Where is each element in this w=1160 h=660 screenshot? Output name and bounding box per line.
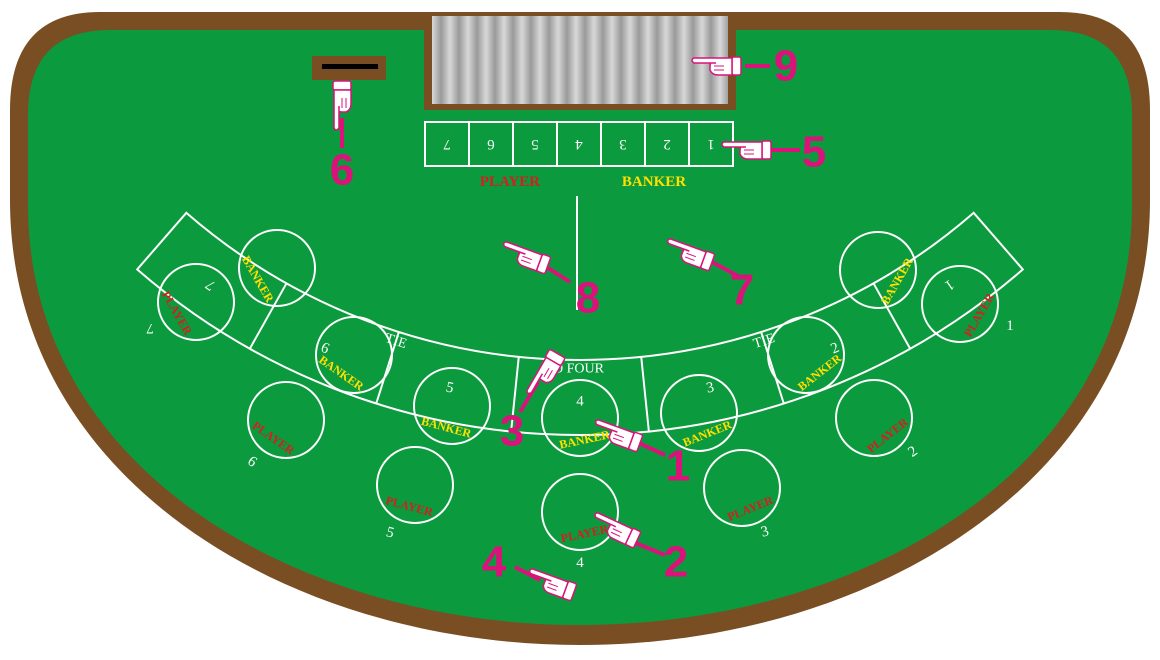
seat-number: 1 [1006, 318, 1014, 334]
banker-bet-circle[interactable] [315, 316, 393, 394]
banker-bet-circle[interactable] [660, 374, 738, 452]
callout-leader-line [711, 260, 739, 278]
player-bet-circle[interactable] [157, 263, 235, 341]
commission-box-number: 4 [575, 136, 583, 152]
chip-tray-icon [424, 12, 736, 110]
pointing-hand-icon [691, 56, 742, 76]
pointing-hand-icon [502, 241, 552, 275]
banker-header-label: BANKER [622, 174, 686, 190]
player-bet-circle[interactable] [541, 473, 619, 551]
seat-number: 5 [384, 524, 395, 541]
seat-number: 3 [759, 523, 770, 540]
pointing-hand-icon [594, 419, 644, 453]
arc-segment-number: 5 [444, 380, 455, 397]
callout-number: 2 [664, 538, 688, 587]
pointing-hand-icon [594, 512, 642, 549]
arc-segment-number: 4 [576, 394, 584, 410]
seat-number: 7 [146, 320, 154, 336]
nine-four-label: 9 FOUR [556, 362, 605, 377]
arc-divider [510, 356, 520, 432]
banker-bet-circle[interactable] [541, 379, 619, 457]
discard-slot-icon [312, 56, 386, 80]
arc-divider [375, 331, 400, 404]
arc-segment-number: 3 [705, 380, 716, 397]
callout-number: 3 [500, 407, 524, 456]
commission-box-number: 7 [443, 136, 451, 152]
callouts: 1 2 3 4 5 6 7 8 9 [330, 42, 826, 602]
pointing-hand-icon [526, 349, 566, 395]
player-bet-circle[interactable] [921, 265, 999, 343]
banker-bet-circle[interactable] [839, 231, 917, 309]
seat-number: 4 [576, 555, 584, 571]
commission-box-number: 5 [531, 136, 539, 152]
player-header-label: PLAYER [480, 174, 540, 190]
arc-divider [760, 331, 785, 404]
player-bet-circle[interactable] [835, 379, 913, 457]
arc-band [135, 211, 1025, 436]
commission-box-number: 1 [707, 136, 715, 152]
callout-number: 5 [802, 128, 826, 177]
callout-number: 6 [330, 146, 354, 195]
player-bet-circle[interactable] [247, 381, 325, 459]
callout-leader-line [546, 266, 572, 284]
arc-divider [640, 356, 650, 432]
arc-divider [248, 282, 288, 350]
banker-bet-circle[interactable] [767, 316, 845, 394]
callout-number: 7 [730, 266, 754, 315]
player-bet-circle[interactable] [376, 446, 454, 524]
callout-number: 9 [774, 42, 798, 91]
commission-box-number: 3 [619, 136, 627, 152]
callout-leader-line [514, 565, 541, 582]
commission-box-number: 2 [663, 136, 671, 152]
banker-bet-circle[interactable] [238, 229, 316, 307]
commission-box-number: 6 [487, 136, 495, 152]
pointing-hand-icon [528, 568, 578, 602]
arc-divider [872, 282, 912, 350]
banker-bet-circle[interactable] [413, 367, 491, 445]
pointing-hand-icon [721, 140, 772, 160]
callout-number: 4 [482, 538, 507, 587]
pointing-hand-icon [666, 238, 716, 272]
tie-label: TIE [752, 331, 777, 352]
table-felt [28, 30, 1132, 625]
player-bet-circle[interactable] [703, 449, 781, 527]
pointing-hand-icon [332, 80, 352, 131]
callout-number: 8 [576, 274, 600, 323]
callout-number: 1 [666, 442, 690, 491]
tie-label: TIE [383, 331, 408, 352]
